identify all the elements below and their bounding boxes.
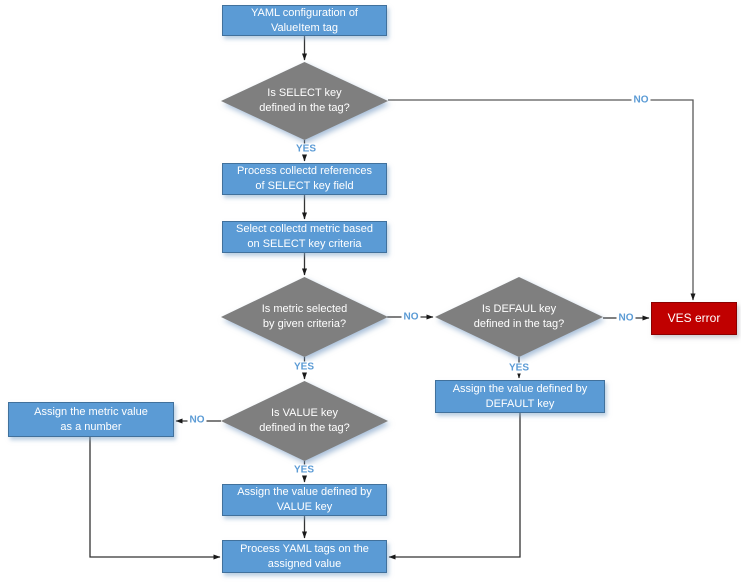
node-process-yaml-tags: Process YAML tags on the assigned value bbox=[222, 540, 387, 573]
decision-metric-selected-wrap: Is metric selected by given criteria? bbox=[221, 277, 388, 357]
node-yaml-configuration: YAML configuration of ValueItem tag bbox=[222, 5, 387, 36]
node-ves-error: VES error bbox=[651, 302, 737, 335]
node-assign-default: Assign the value defined by DEFAULT key bbox=[435, 380, 605, 413]
label-default-no: NO bbox=[616, 312, 636, 324]
decision-default-key-wrap: Is DEFAUL key defined in the tag? bbox=[435, 277, 603, 357]
edge-number-to-process bbox=[89, 437, 221, 560]
label-select-no: NO bbox=[631, 94, 651, 106]
node-assign-metric-number: Assign the metric value as a number bbox=[8, 402, 174, 437]
label-default-yes: YES bbox=[506, 362, 532, 374]
label-metric-no: NO bbox=[401, 311, 421, 323]
decision-default-key: Is DEFAUL key defined in the tag? bbox=[435, 277, 603, 357]
node-select-metric: Select collectd metric based on SELECT k… bbox=[222, 221, 387, 253]
label-select-yes: YES bbox=[293, 143, 319, 155]
node-assign-value: Assign the value defined by VALUE key bbox=[222, 484, 387, 516]
decision-metric-selected: Is metric selected by given criteria? bbox=[221, 277, 388, 357]
label-metric-yes: YES bbox=[291, 361, 317, 373]
node-process-references: Process collectd references of SELECT ke… bbox=[222, 163, 387, 195]
label-value-no: NO bbox=[187, 414, 207, 426]
edge-select-no bbox=[388, 99, 696, 301]
decision-value-key-wrap: Is VALUE key defined in the tag? bbox=[221, 381, 388, 461]
decision-value-key: Is VALUE key defined in the tag? bbox=[221, 381, 388, 461]
label-value-yes: YES bbox=[291, 464, 317, 476]
decision-select-key: Is SELECT key defined in the tag? bbox=[221, 62, 388, 140]
edge-default-to-process bbox=[388, 413, 521, 560]
decision-select-key-wrap: Is SELECT key defined in the tag? bbox=[221, 62, 388, 140]
